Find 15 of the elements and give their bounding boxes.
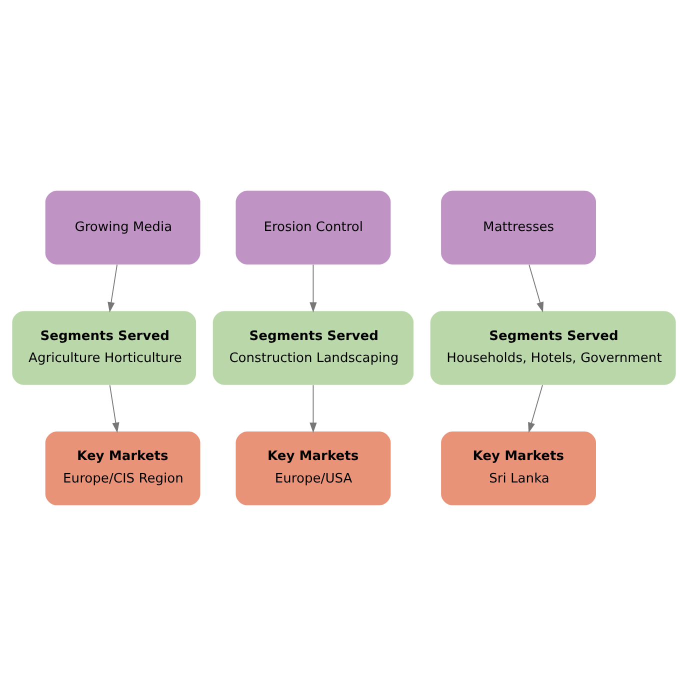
arrow xyxy=(109,384,120,433)
node-box: Key Markets Sri Lanka xyxy=(441,432,596,506)
node-box: Key Markets Europe/CIS Region xyxy=(45,432,200,506)
node-box: Growing Media xyxy=(45,190,200,264)
node-box: Mattresses xyxy=(441,190,596,264)
node-box: Segments Served Construction Landscaping xyxy=(212,311,414,385)
node-box: Segments Served Agriculture Horticulture xyxy=(12,311,196,385)
node-box: Erosion Control xyxy=(236,190,391,264)
arrow xyxy=(108,264,118,312)
arrow xyxy=(310,264,317,312)
arrow xyxy=(528,264,544,312)
node-box: Key Markets Europe/USA xyxy=(236,432,391,506)
arrow xyxy=(528,384,543,433)
node-box: Segments Served Households, Hotels, Government xyxy=(430,311,676,385)
arrow xyxy=(310,384,317,433)
